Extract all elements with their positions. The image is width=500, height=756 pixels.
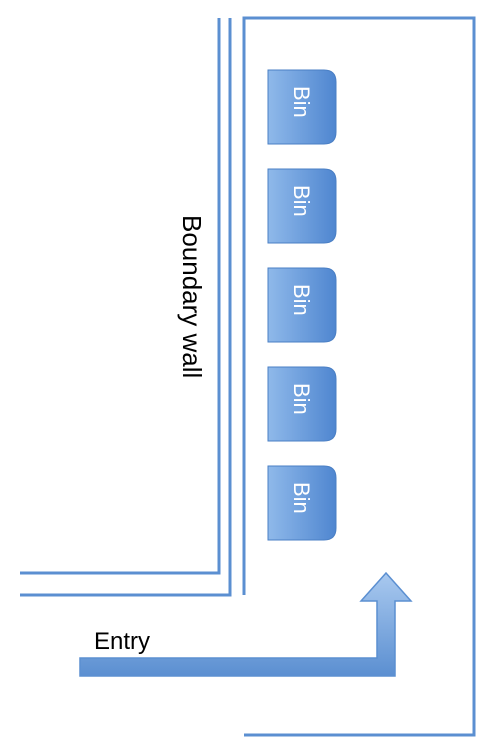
entry-arrow xyxy=(79,571,413,677)
bin-5: Bin xyxy=(267,465,337,541)
bin-box xyxy=(267,267,337,343)
bin-box xyxy=(267,69,337,145)
bin-box xyxy=(267,366,337,442)
bin-label: Bin xyxy=(289,482,314,514)
bin-label: Bin xyxy=(289,185,314,217)
bin-2: Bin xyxy=(267,168,337,244)
boundary-wall-outer xyxy=(20,18,221,575)
bin-4: Bin xyxy=(267,366,337,442)
entry-label: Entry xyxy=(94,628,150,655)
bin-3: Bin xyxy=(267,267,337,343)
boundary-wall-label: Boundary wall xyxy=(177,215,207,378)
bin-label: Bin xyxy=(289,284,314,316)
bin-label: Bin xyxy=(289,383,314,415)
bin-1: Bin xyxy=(267,69,337,145)
enclosure-wall xyxy=(242,16,476,737)
boundary-wall-inner xyxy=(20,18,232,597)
bin-box xyxy=(267,465,337,541)
bin-label: Bin xyxy=(289,86,314,118)
bin-box xyxy=(267,168,337,244)
